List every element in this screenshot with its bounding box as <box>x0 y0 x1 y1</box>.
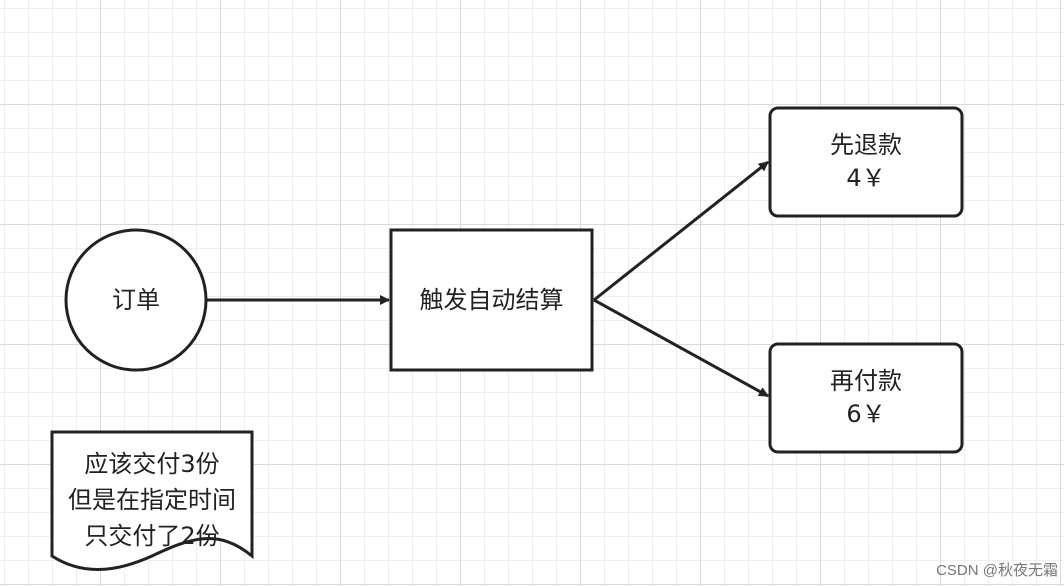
repay-node[interactable] <box>768 342 964 454</box>
settle-to-refund-arrow[interactable] <box>593 160 769 302</box>
order-node[interactable] <box>64 228 208 372</box>
csdn-watermark: CSDN @秋夜无霜 <box>936 562 1058 579</box>
refund-node[interactable] <box>768 106 964 218</box>
settle-node[interactable] <box>389 228 594 372</box>
note-document-node[interactable] <box>50 430 254 571</box>
settle-to-repay-arrow[interactable] <box>593 298 769 398</box>
